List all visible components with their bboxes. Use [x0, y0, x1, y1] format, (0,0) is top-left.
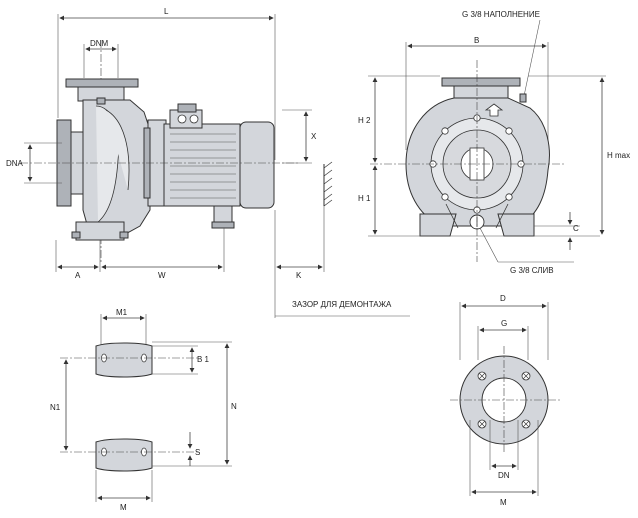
label-C: C: [573, 224, 579, 233]
side-view: L DNM: [6, 7, 410, 318]
pump-foot: [75, 221, 125, 241]
front-outlet-flange: [441, 77, 521, 87]
label-G: G: [501, 319, 507, 328]
label-N1: N1: [50, 403, 61, 412]
label-N: N: [231, 402, 237, 411]
motor-body: [163, 123, 241, 207]
flange-view: D G DN M: [450, 294, 560, 507]
label-DNA: DNA: [6, 159, 24, 168]
label-L: L: [164, 7, 169, 16]
fan-cover: [239, 121, 275, 209]
label-S: S: [195, 448, 200, 457]
label-drain: G 3/8 СЛИВ: [510, 266, 554, 275]
label-H1: H 1: [358, 194, 371, 203]
front-view: G 3/8 НАПОЛНЕНИЕ B: [358, 10, 630, 275]
label-gap: ЗАЗОР ДЛЯ ДЕМОНТАЖА: [292, 300, 392, 309]
label-DNM: DNM: [90, 39, 109, 48]
label-fill: G 3/8 НАПОЛНЕНИЕ: [462, 10, 540, 19]
label-M-flange: M: [500, 498, 507, 507]
motor-foot: [213, 205, 233, 225]
label-B: B: [474, 36, 479, 45]
label-W: W: [158, 271, 166, 280]
label-K: K: [296, 271, 302, 280]
label-DN: DN: [498, 471, 510, 480]
front-foot-right: [497, 213, 535, 237]
label-B1: B 1: [197, 355, 210, 364]
label-H2: H 2: [358, 116, 371, 125]
label-X: X: [311, 132, 317, 141]
foot-bottom: [95, 438, 153, 472]
label-D: D: [500, 294, 506, 303]
label-Hmax: H max: [607, 151, 630, 160]
label-M-foot: M: [120, 503, 127, 512]
foot-plan-view: M1 B 1 N1 N S M: [50, 308, 237, 512]
label-M1: M1: [116, 308, 128, 317]
outlet-flange: [65, 78, 139, 88]
front-foot-left: [419, 213, 457, 237]
label-A: A: [75, 271, 81, 280]
arrow-icon: [484, 103, 504, 117]
